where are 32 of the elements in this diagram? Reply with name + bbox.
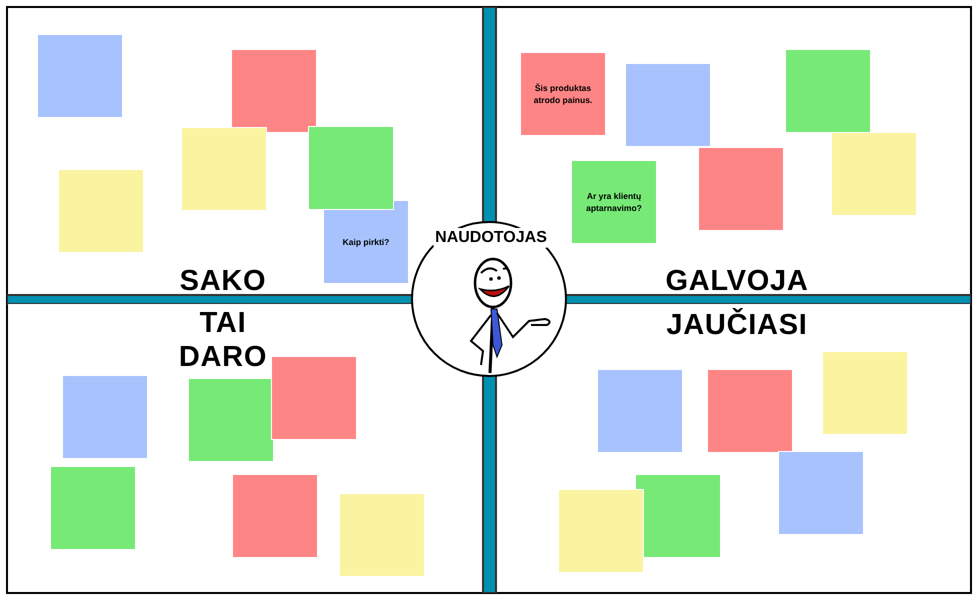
sticky-note — [558, 489, 644, 573]
sticky-note — [597, 369, 683, 453]
sticky-note — [625, 63, 711, 147]
sticky-note — [822, 351, 908, 435]
quadrant-heading: SAKO — [178, 264, 268, 298]
sticky-note — [188, 378, 274, 462]
sticky-note — [50, 466, 136, 550]
sticky-note — [571, 160, 657, 244]
sticky-note — [707, 369, 793, 453]
sticky-note — [231, 49, 317, 133]
note-text: Ar yra klientų aptarnavimo? — [585, 190, 643, 214]
sticky-note — [831, 132, 917, 216]
sticky-note — [271, 356, 357, 440]
sticky-note — [232, 474, 318, 558]
sticky-note — [698, 147, 784, 231]
note-text: Šis produktas atrodo painus. — [532, 82, 594, 106]
sticky-note — [785, 49, 871, 133]
quadrant-heading: TAI DARO — [178, 306, 268, 374]
sticky-note — [37, 34, 123, 118]
quadrant-heading: JAUČIASI — [665, 308, 809, 342]
quadrant-heading: GALVOJA — [664, 264, 810, 298]
sticky-note — [323, 200, 409, 284]
sticky-note — [181, 127, 267, 211]
sticky-note — [308, 126, 394, 210]
sticky-note — [778, 451, 864, 535]
sticky-note — [339, 493, 425, 577]
sticky-note — [58, 169, 144, 253]
note-text: Kaip pirkti? — [342, 236, 390, 248]
sticky-note — [520, 52, 606, 136]
sticky-note — [62, 375, 148, 459]
sticky-note — [635, 474, 721, 558]
circle-label: NAUDOTOJAS — [433, 228, 549, 248]
